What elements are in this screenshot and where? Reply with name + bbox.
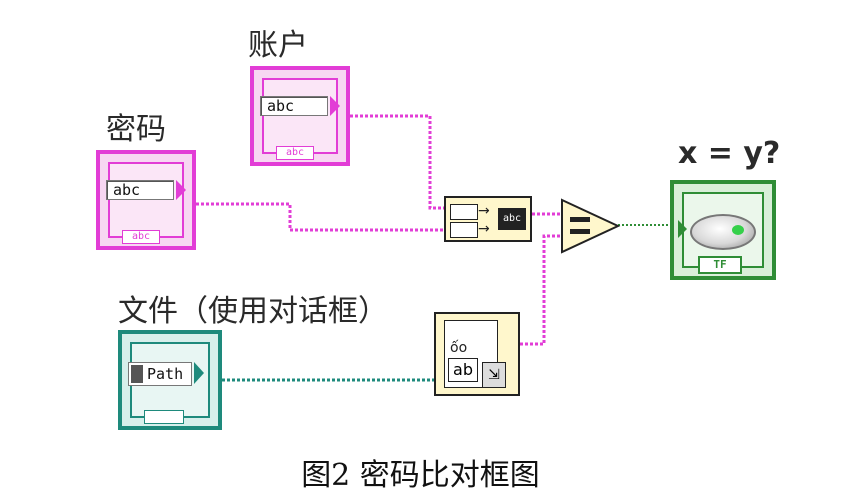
password-control[interactable]: abc abc — [96, 150, 196, 250]
bool-type-tag: TF — [698, 256, 742, 274]
file-text-icon: ab — [448, 358, 478, 382]
account-wire — [350, 114, 444, 210]
equal-triangle-icon — [561, 198, 621, 254]
compare-label: x = y? — [678, 136, 781, 171]
concat-input-2-icon — [450, 222, 478, 238]
concat-arrow-2-icon: → — [478, 221, 490, 237]
indicator-terminal-icon — [678, 220, 687, 238]
file-dialog-label: 文件（使用对话框） — [118, 294, 388, 329]
account-control-frame — [262, 78, 338, 154]
concat-output-icon: abc — [498, 208, 526, 230]
concat-arrow-1-icon: → — [478, 203, 490, 219]
password-field[interactable]: abc — [106, 180, 174, 200]
password-wire — [196, 202, 444, 232]
path-control[interactable]: Path — [118, 330, 222, 430]
led-icon — [690, 214, 756, 250]
account-terminal-icon — [330, 96, 340, 116]
equal-sign-top — [570, 217, 590, 222]
file-glasses-icon: ốo — [450, 340, 468, 356]
password-type-tag: abc — [122, 230, 160, 244]
path-icon — [131, 365, 143, 383]
figure-caption: 图2 密码比对框图 — [301, 458, 540, 493]
account-control[interactable]: abc abc — [250, 66, 350, 166]
account-field[interactable]: abc — [260, 96, 328, 116]
led-on-dot-icon — [732, 225, 744, 235]
path-text: Path — [147, 365, 184, 383]
read-text-file-function[interactable]: ốo ab ⇲ — [434, 312, 520, 396]
file-read-arrow-icon: ⇲ — [482, 362, 506, 388]
equal-sign-bottom — [570, 229, 590, 234]
equal-function[interactable] — [560, 198, 622, 254]
password-label: 密码 — [106, 112, 166, 147]
concatenate-strings-function[interactable]: → → abc — [444, 196, 532, 242]
compare-result-indicator: TF — [670, 180, 776, 280]
password-control-frame — [108, 162, 184, 238]
concat-input-1-icon — [450, 204, 478, 220]
account-type-tag: abc — [276, 146, 314, 160]
path-field[interactable]: Path — [128, 362, 192, 386]
path-terminal-icon — [194, 362, 204, 384]
file-output-wire — [520, 234, 560, 346]
path-type-tag — [144, 410, 184, 424]
password-terminal-icon — [176, 180, 186, 200]
account-label: 账户 — [248, 28, 308, 63]
